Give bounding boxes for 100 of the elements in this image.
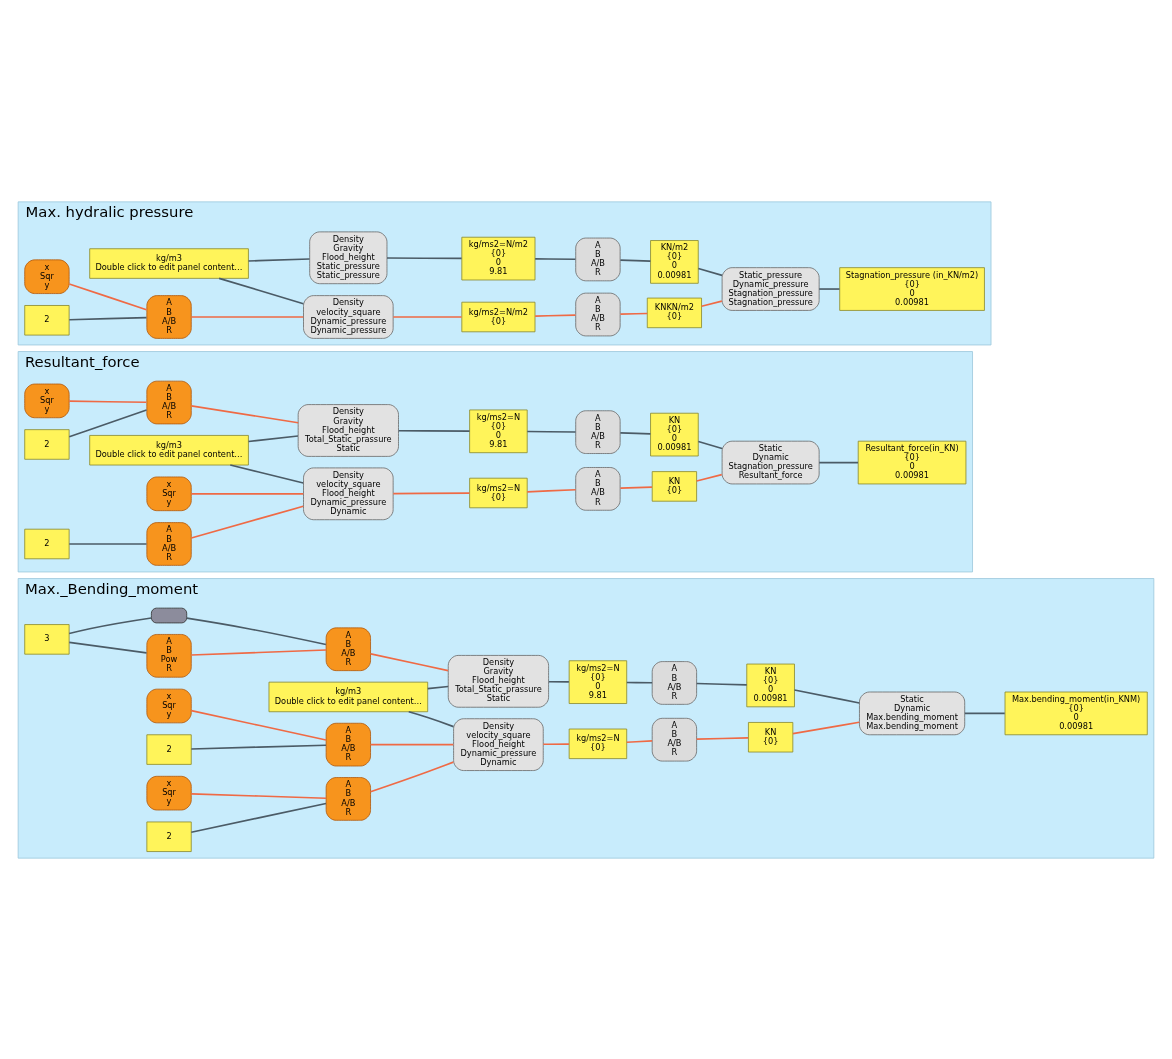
connector: [392, 491, 471, 494]
connector: [369, 652, 449, 671]
node-box: kg/ms2=N {0} 0 9.81: [469, 409, 528, 453]
connector: [818, 461, 859, 463]
connector: [185, 616, 327, 645]
node-box: [150, 607, 188, 623]
connector: [68, 282, 148, 311]
node-box: A B Pow R: [146, 633, 192, 678]
node-box: kg/m3 Double click to edit panel content…: [268, 681, 429, 712]
node-box: A B A/B R: [325, 626, 371, 671]
connector: [397, 429, 471, 432]
connector: [369, 760, 455, 793]
connector: [68, 399, 148, 403]
connector: [247, 257, 311, 262]
connector: [619, 431, 652, 435]
node-box: x Sqr y: [146, 476, 192, 511]
node-box: kg/ms2=N {0}: [568, 728, 628, 759]
connector: [547, 680, 570, 683]
connector: [68, 542, 148, 545]
connector: [190, 743, 327, 750]
node-box: 2: [146, 733, 192, 765]
node-box: Resultant_force(in_KN) {0} 0 0.00981: [857, 440, 967, 484]
node-box: Density velocity_square Flood_height Dynamic_pressure Dynamic: [453, 717, 544, 771]
node-box: A B A/B R: [325, 722, 371, 766]
connector: [68, 616, 153, 634]
connector: [619, 485, 653, 489]
connector: [218, 277, 305, 304]
connector: [392, 315, 463, 318]
connector: [619, 312, 649, 315]
connector: [68, 408, 148, 438]
node-box: KNKN/m2 {0}: [646, 297, 702, 328]
node-box: KN/m2 {0} 0 0.00981: [650, 239, 699, 284]
connector: [229, 463, 305, 484]
node-box: A B A/B R: [651, 717, 697, 761]
node-box: Density velocity_square Flood_height Dynamic_pressure Dynamic: [303, 467, 394, 520]
connector: [626, 739, 653, 743]
connector: [542, 742, 570, 745]
connector: [68, 641, 148, 654]
connector: [247, 434, 299, 442]
node-box: kg/ms2=N/m2 {0} 0 9.81: [461, 236, 536, 280]
node-box: A B A/B R: [575, 237, 621, 281]
node-box: A B A/B R: [575, 409, 621, 454]
connector: [695, 736, 749, 740]
connector: [619, 258, 652, 262]
node-box: x Sqr y: [146, 688, 192, 723]
node-box: A B A/B R: [146, 521, 192, 566]
connector: [190, 315, 305, 318]
connector: [534, 313, 577, 317]
connector: [190, 802, 327, 833]
node-box: Density Gravity Flood_height Total_Static_prassure Static: [297, 403, 399, 457]
connector: [190, 492, 305, 495]
connector: [697, 267, 723, 276]
connector: [190, 648, 327, 656]
node-box: x Sqr y: [24, 383, 70, 418]
connector: [526, 430, 577, 433]
node-box: Static Dynamic Stagnation_pressure Resultant_force: [721, 440, 820, 484]
node-box: x Sqr y: [146, 775, 192, 810]
connector: [963, 712, 1006, 714]
node-box: kg/ms2=N/m2 {0}: [461, 301, 536, 332]
connector: [697, 440, 723, 449]
node-box: A B A/B R: [146, 294, 192, 339]
node-box: Stagnation_pressure (in_KN/m2) {0} 0 0.00981: [839, 266, 985, 311]
connector: [68, 316, 148, 320]
connector: [700, 299, 723, 307]
node-box: 3: [24, 623, 70, 655]
node-box: A B A/B R: [325, 776, 371, 821]
node-box: Density velocity_square Dynamic_pressure Dynamic_pressure: [303, 294, 394, 339]
connector: [190, 505, 305, 539]
node-box: A B A/B R: [651, 660, 697, 705]
node-box: 2: [24, 428, 70, 460]
node-box: A B A/B R: [575, 466, 621, 511]
node-box: x Sqr y: [24, 258, 70, 294]
node-box: 2: [24, 304, 70, 335]
connector: [695, 682, 748, 686]
node-box: 2: [146, 821, 192, 852]
node-box: A B A/B R: [575, 292, 621, 336]
node-box: KN {0} 0 0.00981: [746, 663, 795, 707]
connector: [426, 685, 449, 689]
connector: [695, 473, 723, 482]
node-box: Density Gravity Flood_height Static_pressure Static_pressure: [309, 231, 388, 284]
connector: [818, 287, 841, 290]
connector: [792, 720, 860, 734]
connector: [190, 792, 327, 799]
node-box: Static_pressure Dynamic_pressure Stagnation_pressure Stagnation_pressure: [721, 266, 820, 311]
node-box: kg/ms2=N {0}: [469, 477, 528, 508]
node-box: KN {0}: [748, 721, 794, 752]
connector: [534, 257, 577, 260]
connector: [526, 488, 577, 493]
node-box: kg/ms2=N {0} 0 9.81: [568, 659, 628, 704]
connector: [369, 743, 455, 745]
connector: [386, 256, 463, 259]
node-box: kg/m3 Double click to edit panel content…: [89, 247, 249, 279]
node-box: Max.bending_moment(in_KNM) {0} 0 0.00981: [1004, 691, 1148, 735]
connector: [626, 681, 653, 684]
node-box: Density Gravity Flood_height Total_Static_prassure Static: [447, 654, 549, 708]
node-box: A B A/B R: [146, 380, 192, 424]
node-box: KN {0}: [651, 470, 697, 502]
connector: [793, 688, 861, 704]
connector: [190, 404, 299, 424]
connector: [407, 710, 455, 727]
